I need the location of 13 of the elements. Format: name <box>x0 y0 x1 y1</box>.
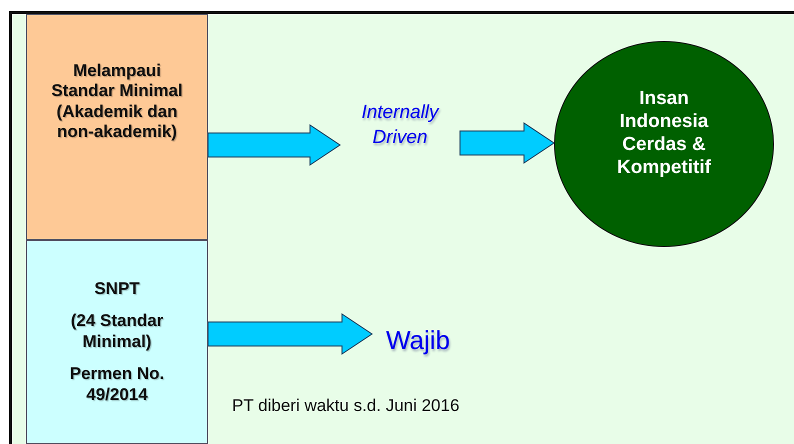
circle-text: Insan Indonesia Cerdas & Kompetitif <box>616 88 712 180</box>
box-text: Permen No. 49/2014 <box>68 364 166 405</box>
box-text: (24 Standar Minimal) <box>70 311 164 352</box>
standard-box <box>26 14 208 240</box>
standard-box <box>26 240 208 444</box>
block-arrow <box>208 124 341 166</box>
box-text: SNPT <box>94 279 140 300</box>
box-text: Melampaui Standar Minimal (Akademik dan non-akademik) <box>50 61 184 143</box>
block-arrow <box>208 313 373 355</box>
italic-label: Internally Driven <box>340 98 460 154</box>
note-text: PT diberi waktu s.d. Juni 2016 <box>232 396 460 416</box>
block-arrow <box>460 122 555 164</box>
requirement-label: Wajib <box>372 320 464 360</box>
